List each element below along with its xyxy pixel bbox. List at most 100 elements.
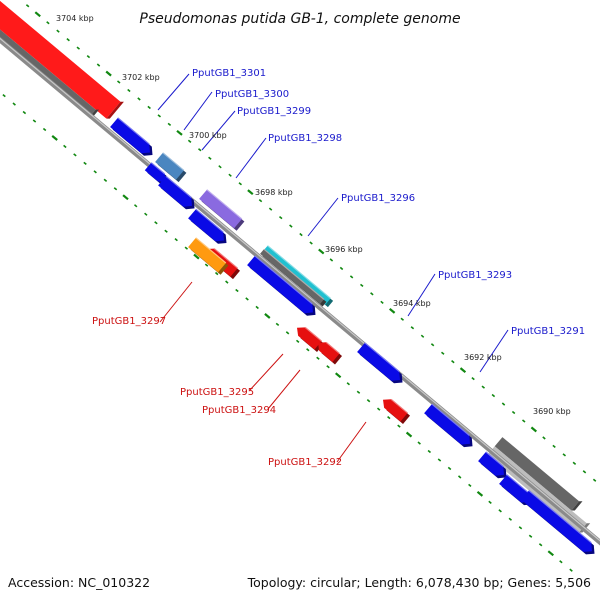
leader-3293 [407,273,436,317]
tick-mark-92 [356,390,361,394]
gene-label-3299[interactable]: PputGB1_3299 [237,106,311,117]
tick-mark-88 [316,356,320,360]
gene-label-3291[interactable]: PputGB1_3291 [511,326,585,337]
tick-mark-99 [427,449,432,454]
tick-mark-75 [184,246,189,250]
backbone-line [0,36,600,546]
backbone-highlight [0,37,600,542]
tick-mark-20 [228,173,232,177]
tick-mark-30 [329,258,334,262]
tick-mark-0 [25,4,30,8]
genome-backbone [0,36,600,546]
gc-band-gray-edge [90,109,99,116]
tick-mark-50 [530,426,538,433]
tick-mark-56 [592,478,597,482]
tick-mark-106 [498,509,502,513]
tick-mark-72 [154,221,158,225]
tick-mark-13 [157,114,161,118]
leader-3291 [479,329,509,373]
tick-mark-36 [388,307,396,314]
tick-mark-59 [22,110,27,115]
tick-mark-44 [471,376,475,381]
gene-3293-block [357,342,400,381]
tick-mark-19 [218,165,222,169]
tick-mark-32 [349,275,354,279]
gene-3297b-block-highlight [213,248,238,269]
tick-mark-98 [417,441,421,445]
gene-3301-block [110,117,150,154]
tick-mark-95 [387,415,391,420]
scale-labels: 3704 kbp 3702 kbp 3700 kbp 3698 kbp 3696… [56,14,571,416]
gene-3290-block-highlight [528,490,592,544]
tick-mark-16 [187,139,192,144]
tick-mark-76 [193,253,200,260]
gene-3296-inner [260,249,324,304]
tick-mark-78 [214,271,219,276]
tick-mark-9 [117,80,121,84]
tick-mark-69 [122,194,129,201]
scale-label-3700: 3700 kbp [189,131,227,140]
tick-mark-61 [42,127,47,132]
tick-mark-17 [198,148,202,152]
tick-mark-70 [133,204,138,208]
tick-mark-112 [559,560,563,564]
scale-label-3704: 3704 kbp [56,14,94,23]
tick-mark-111 [547,550,554,557]
tick-mark-83 [264,313,271,319]
tick-mark-42 [451,359,455,364]
gene-3294-block [318,342,340,362]
tick-mark-60 [32,119,37,123]
tick-mark-74 [174,237,178,242]
tick-mark-49 [522,419,526,423]
gene-3293b-block [424,404,470,445]
tick-mark-46 [491,393,496,398]
tick-mark-97 [405,431,413,438]
tick-mark-23 [258,198,263,203]
tick-mark-39 [420,334,425,338]
gene-label-3298[interactable]: PputGB1_3298 [268,133,342,144]
gene-3300b-block-highlight [150,162,165,175]
tick-mark-96 [397,424,401,428]
gene-label-3295[interactable]: PputGB1_3295 [180,387,254,398]
tick-mark-71 [144,212,148,216]
reverse-gene-labels: PputGB1_3297 PputGB1_3295 PputGB1_3294 P… [92,316,342,468]
gene-3293b-block-highlight [431,403,470,436]
tick-mark-93 [366,398,371,403]
tick-mark-73 [164,229,168,233]
gene-label-3297[interactable]: PputGB1_3297 [92,316,166,327]
gene-label-3294[interactable]: PputGB1_3294 [202,405,276,416]
leader-3300 [183,91,213,131]
tick-mark-94 [376,407,381,411]
gene-label-3292[interactable]: PputGB1_3292 [268,457,342,468]
tick-mark-24 [268,207,273,211]
tick-mark-29 [318,248,325,255]
leader-3296 [307,197,339,237]
tick-marks [2,4,597,572]
scale-label-3698: 3698 kbp [255,188,293,197]
tick-mark-53 [562,453,566,457]
gene-3299-block-highlight [165,175,192,198]
gene-3296b-block [247,255,313,314]
tick-mark-90 [334,372,342,379]
tick-mark-100 [437,458,442,462]
gene-3297-block-highlight [195,237,227,264]
tick-mark-55 [582,470,587,474]
gene-label-3293[interactable]: PputGB1_3293 [438,270,512,281]
leader-3295 [249,353,284,391]
tick-mark-15 [176,129,183,136]
genome-summary-text: Topology: circular; Length: 6,078,430 bp… [247,575,591,590]
tick-mark-47 [501,402,506,406]
tick-mark-4 [66,37,70,42]
tick-mark-11 [137,97,141,101]
scale-label-3690: 3690 kbp [533,407,571,416]
tick-mark-68 [113,187,118,191]
tick-mark-33 [360,283,364,288]
gene-label-3300[interactable]: PputGB1_3300 [215,89,289,100]
gene-3296-block-highlight [267,245,331,299]
gene-label-3296[interactable]: PputGB1_3296 [341,193,415,204]
tick-mark-65 [83,161,87,166]
gene-label-3301[interactable]: PputGB1_3301 [192,68,266,79]
gene-3298-block-highlight [206,189,243,220]
gc-band-red-edge [106,101,124,119]
